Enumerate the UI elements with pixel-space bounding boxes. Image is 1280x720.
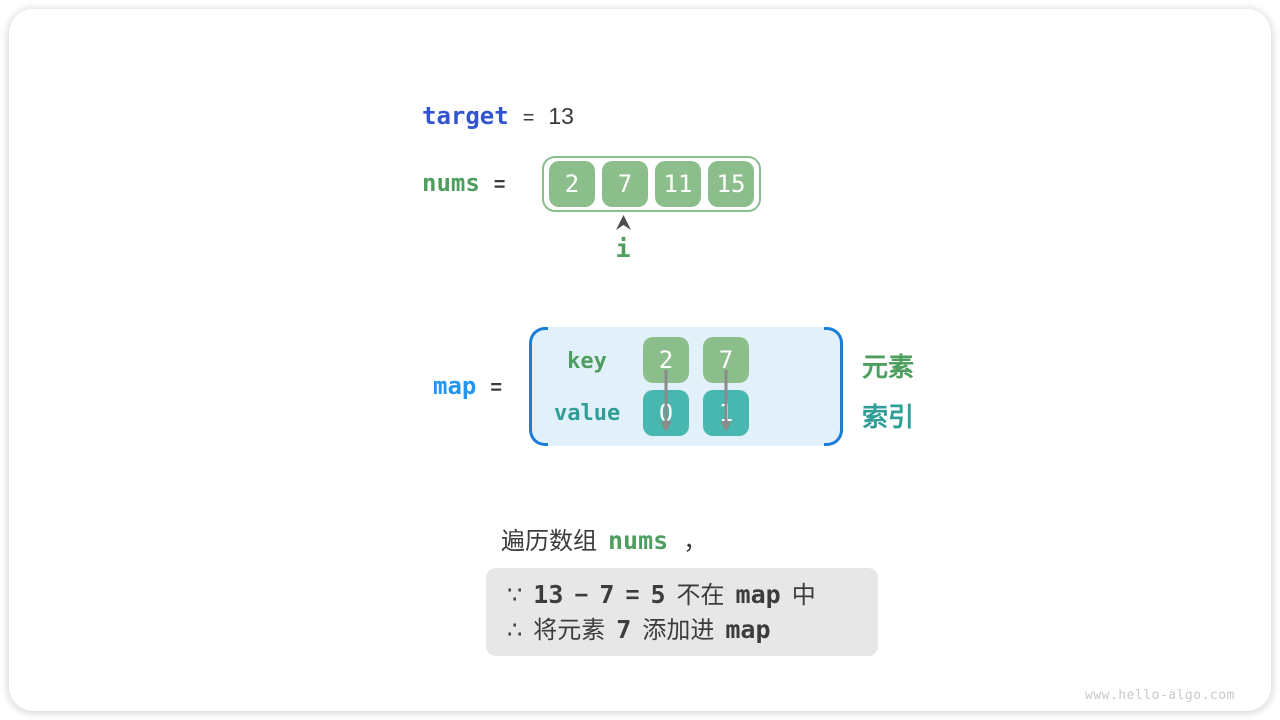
not-in-text: 不在 — [676, 582, 725, 609]
current-number: 7 — [599, 580, 615, 609]
add-element-text: 将元素 — [533, 617, 606, 644]
therefore-symbol: ∴ — [507, 617, 523, 644]
caption-line: 遍历数组 nums ， — [501, 521, 707, 556]
target-value: 13 — [548, 103, 574, 129]
map-right-bracket — [824, 327, 843, 446]
nums-variable-label: nums — [422, 169, 480, 197]
therefore-line: ∴ 将元素 7 添加进 map — [507, 613, 878, 648]
nums-equals-sign: = — [493, 174, 506, 196]
target-equals-sign: = — [522, 107, 535, 129]
caption-comma: ， — [683, 528, 708, 555]
target-number: 13 — [533, 580, 564, 609]
map-code-ref: map — [725, 615, 771, 644]
target-row: target = 13 — [422, 102, 574, 130]
map-equals-sign: = — [490, 377, 503, 399]
map-left-bracket — [529, 327, 548, 446]
caption-nums-code: nums — [608, 526, 669, 555]
figure-card: target = 13 nums = 2 7 11 15 i map = key… — [9, 9, 1271, 711]
index-side-label: 索引 — [862, 402, 915, 432]
in-suffix-text: 中 — [791, 582, 816, 609]
equals-sign: = — [625, 582, 640, 609]
because-line: ∵ 13 − 7 = 5 不在 map 中 — [507, 578, 878, 613]
index-pointer-label: i — [615, 234, 631, 263]
minus-sign: − — [574, 582, 589, 609]
map-code-ref: map — [735, 580, 781, 609]
map-label-row: map = — [433, 372, 502, 400]
index-pointer-arrow-icon — [616, 215, 631, 230]
array-cell: 2 — [549, 161, 595, 207]
array-cell: 15 — [708, 161, 754, 207]
caption-prefix: 遍历数组 — [501, 528, 597, 555]
map-variable-label: map — [433, 372, 477, 400]
because-symbol: ∵ — [507, 582, 523, 609]
difference-number: 5 — [650, 580, 666, 609]
element-side-label: 元素 — [862, 352, 915, 382]
add-into-text: 添加进 — [642, 617, 715, 644]
array-cell: 11 — [655, 161, 701, 207]
target-variable-label: target — [422, 102, 509, 130]
reasoning-note-box: ∵ 13 − 7 = 5 不在 map 中 ∴ 将元素 7 添加进 map — [486, 568, 878, 656]
nums-array: 2 7 11 15 — [542, 156, 761, 212]
array-cell: 7 — [602, 161, 648, 207]
nums-label-row: nums = — [422, 169, 505, 197]
map-key-row-label: key — [567, 349, 607, 374]
added-number: 7 — [616, 615, 632, 644]
key-to-value-arrows-icon — [660, 370, 732, 432]
map-value-row-label: value — [554, 401, 621, 426]
website-watermark: www.hello-algo.com — [1085, 688, 1235, 703]
